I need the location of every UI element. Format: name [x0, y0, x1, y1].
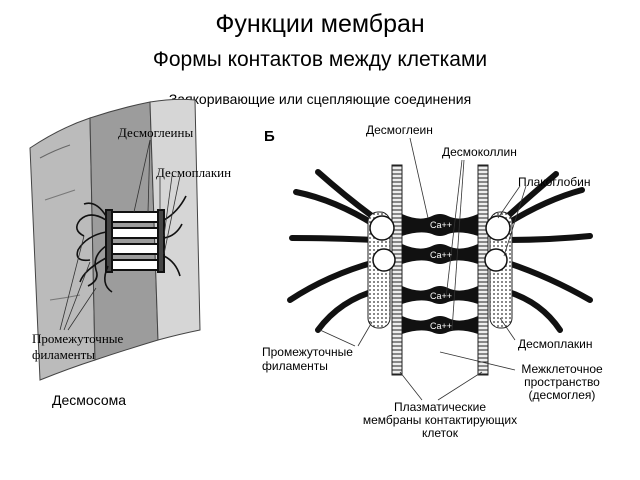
label-membranes-line1: Плазматические: [393, 400, 487, 414]
label-desmoplakins: Десмоплакин: [156, 165, 232, 180]
label-membranes-line2: мембраны контактирующих: [362, 413, 518, 427]
ion-label-4: Ca++: [430, 321, 453, 331]
panel-a-illustration: [29, 98, 201, 381]
ion-label-1: Ca++: [430, 220, 453, 230]
ion-label-2: Ca++: [430, 250, 453, 260]
label-space-line2: пространство: [524, 375, 600, 389]
label-space-line1: Межклеточное: [521, 362, 603, 376]
label-desmoglein: Десмоглеин: [366, 123, 433, 137]
label-desmogleins: Десмоглеины: [118, 125, 194, 140]
caption-desmosome: Десмосома: [52, 392, 127, 408]
ion-label-3: Ca++: [430, 291, 453, 301]
label-space-line3: (десмоглея): [528, 388, 596, 402]
label-plakoglobin: Плакоглобин: [518, 175, 591, 189]
label-membranes-line3: клеток: [422, 426, 458, 440]
label-filaments-a-line2: филаменты: [32, 347, 96, 362]
label-filaments-b-line1: Промежуточные: [262, 345, 353, 359]
page-subtitle: Формы контактов между клетками: [152, 48, 488, 71]
panel-b-letter: Б: [264, 128, 275, 145]
label-desmoplakin: Десмоплакин: [518, 337, 593, 351]
label-filaments-a-line1: Промежуточные: [32, 331, 124, 346]
label-desmocollin: Десмоколлин: [442, 145, 517, 159]
label-filaments-b-line2: филаменты: [262, 359, 328, 373]
page-title: Функции мембран: [215, 10, 425, 38]
panel-b-illustration: [287, 137, 593, 401]
section-title: Заякоривающие или сцепляющие соединения: [168, 91, 472, 107]
